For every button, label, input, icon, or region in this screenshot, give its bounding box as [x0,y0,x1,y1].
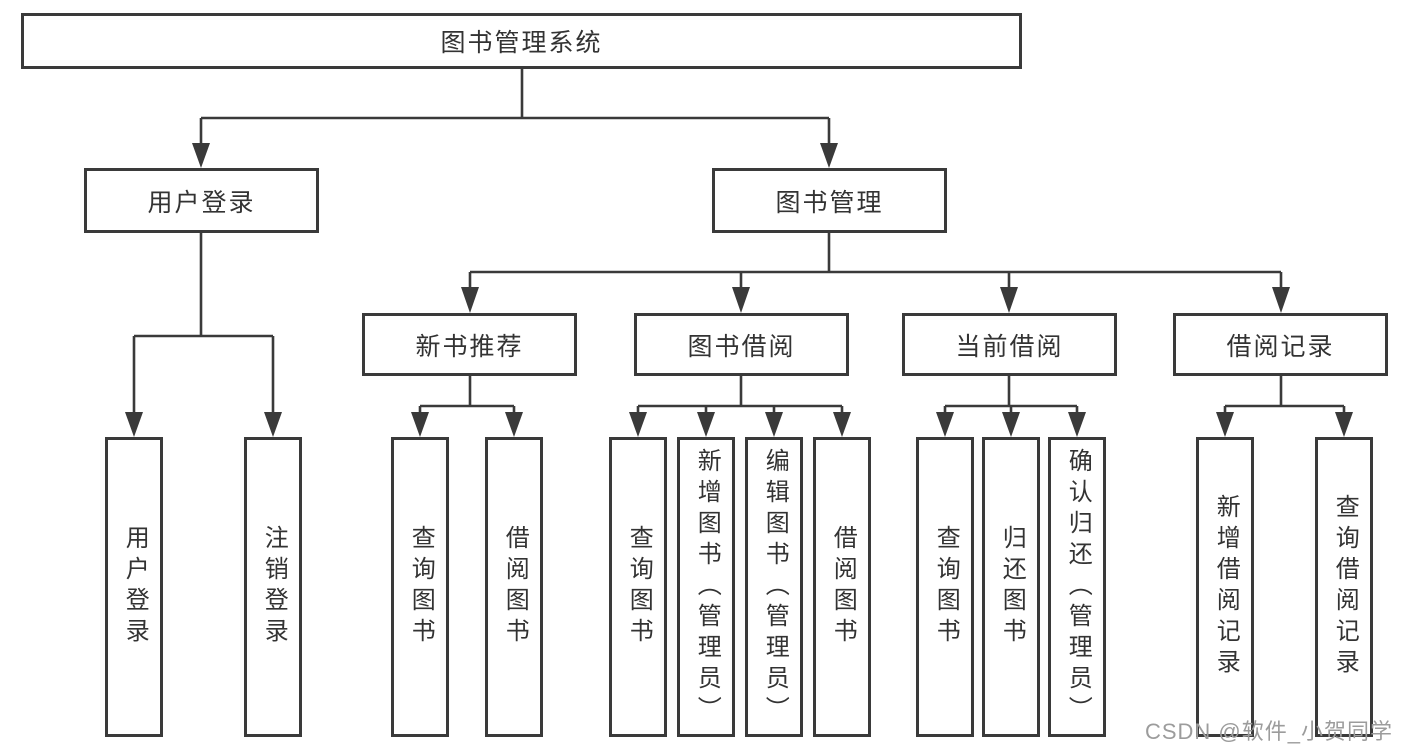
node-book-management: 图书管理 [712,168,947,233]
node-library-system: 图书管理系统 [21,13,1022,69]
leaf-recommend-query-books: 查询图书 [391,437,449,737]
leaf-borrowing-borrow-books: 借阅图书 [813,437,871,737]
leaf-borrowing-edit-books: 编辑图书（管理员） [745,437,803,737]
leaf-borrowing-edit-books-label: 编辑图书（管理员） [761,447,789,727]
node-current-borrowing-label: 当前借阅 [955,332,1064,361]
leaf-current-return-books: 归还图书 [982,437,1040,737]
leaf-user-login: 用户登录 [105,437,163,737]
leaf-records-query-record: 查询借阅记录 [1315,437,1373,737]
leaf-records-query-record-label: 查询借阅记录 [1331,494,1359,680]
node-book-management-label: 图书管理 [775,188,884,217]
leaf-borrowing-add-books: 新增图书（管理员） [677,437,735,737]
node-new-book-recommend: 新书推荐 [362,313,577,376]
leaf-records-add-record-label: 新增借阅记录 [1212,494,1240,680]
node-new-book-recommend-label: 新书推荐 [415,332,524,361]
leaf-current-query-books: 查询图书 [916,437,974,737]
leaf-recommend-borrow-books: 借阅图书 [485,437,543,737]
leaf-logout: 注销登录 [244,437,302,737]
csdn-watermark: CSDN @软件_小贺同学 [1144,719,1393,744]
node-book-borrowing-label: 图书借阅 [687,332,796,361]
node-borrowing-records: 借阅记录 [1173,313,1388,376]
node-user-login-label: 用户登录 [147,188,256,217]
leaf-recommend-borrow-books-label: 借阅图书 [501,525,529,649]
node-user-login: 用户登录 [84,168,319,233]
leaf-current-return-books-label: 归还图书 [998,525,1026,649]
leaf-current-query-books-label: 查询图书 [932,525,960,649]
node-borrowing-records-label: 借阅记录 [1226,332,1335,361]
leaf-recommend-query-books-label: 查询图书 [407,525,435,649]
leaf-user-login-label: 用户登录 [121,525,149,649]
leaf-borrowing-query-books-label: 查询图书 [625,525,653,649]
node-library-system-label: 图书管理系统 [440,29,603,57]
leaf-current-confirm-return: 确认归还（管理员） [1048,437,1106,737]
leaf-borrowing-query-books: 查询图书 [609,437,667,737]
leaf-borrowing-add-books-label: 新增图书（管理员） [693,447,721,727]
leaf-borrowing-borrow-books-label: 借阅图书 [829,525,857,649]
node-current-borrowing: 当前借阅 [902,313,1117,376]
leaf-logout-label: 注销登录 [260,525,288,649]
leaf-records-add-record: 新增借阅记录 [1196,437,1254,737]
node-book-borrowing: 图书借阅 [634,313,849,376]
leaf-current-confirm-return-label: 确认归还（管理员） [1064,447,1092,727]
